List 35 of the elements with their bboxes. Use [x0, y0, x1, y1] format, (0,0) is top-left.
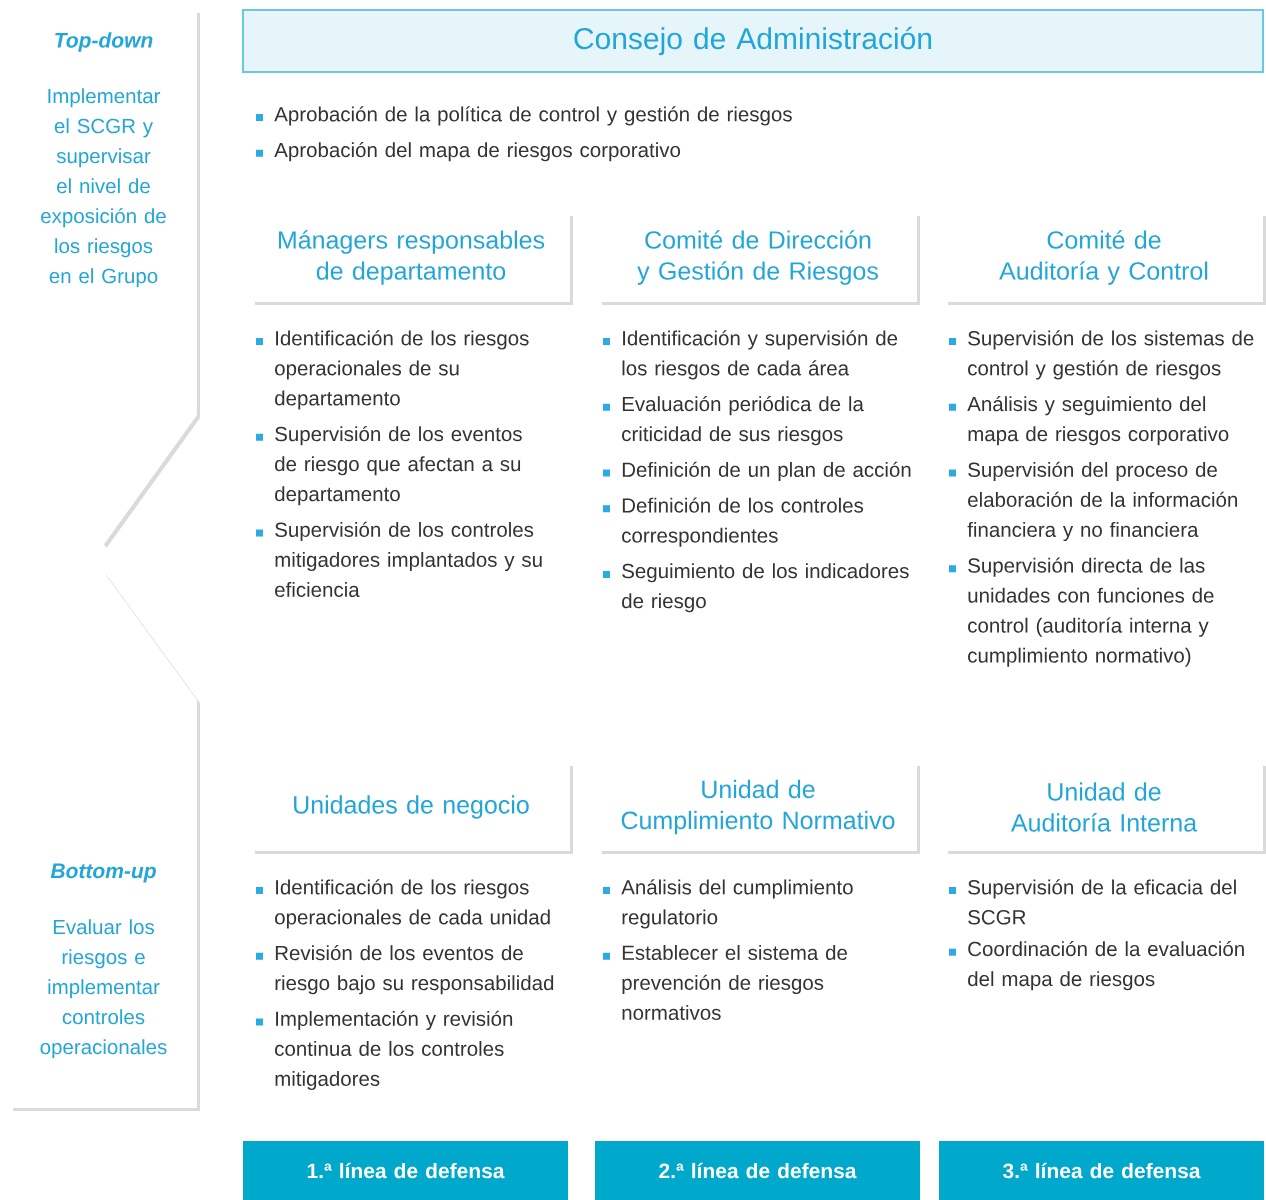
defense-line-bar: 1.ª línea de defensa — [243, 1141, 568, 1200]
header-box: Unidad de Auditoría Interna — [945, 763, 1266, 854]
bullet-item: Supervisión de los sistemas de control y gestión de riesgos — [949, 330, 1254, 380]
bullet-item: Aprobación de la política de control y gestión de riesgos — [256, 106, 792, 126]
bullet-item: Supervisión de los controles mitigadores implantados y su eficiencia — [256, 521, 542, 597]
bullet-item: Análisis del cumplimiento regulatorio — [603, 879, 853, 929]
bullet-item: Identificación de los riesgos operacionales de su departamento — [256, 330, 529, 410]
header-box: Comité de Dirección y Gestión de Riesgos — [599, 213, 920, 305]
header-box: Unidades de negocio — [252, 763, 573, 854]
bullet-item: Supervisión del proceso de elaboración de la información financiera y no financiera — [949, 461, 1237, 542]
header-box: Comité de Auditoría y Control — [945, 213, 1266, 305]
panel-heading: Top-down — [55, 32, 153, 52]
bullet-item: Aprobación del mapa de riesgos corporativo — [256, 141, 681, 162]
bullet-item: Identificación y supervisión de los riesgos de cada área — [603, 330, 898, 380]
bullet-item: Supervisión directa de las unidades con funciones de control (auditoría interna y cumplimiento normativo) — [949, 557, 1214, 667]
bullet-item: Implementación y revisión continua de los controles mitigadores — [256, 1010, 513, 1091]
bullet-item: Revisión de los eventos de riesgo bajo su responsabilidad — [256, 944, 554, 995]
panel-heading: Bottom-up — [50, 863, 156, 883]
panel-text: Implementar el SCGR y supervisar el nivel de exposición de los riesgos en el Grupo — [41, 88, 166, 288]
bullet-item: Supervisión de la eficacia del SCGR — [949, 879, 1236, 925]
bullet-item: Coordinación de la evaluación del mapa de riesgos — [949, 940, 1244, 991]
bullet-item: Evaluación periódica de la criticidad de sus riesgos — [603, 395, 864, 446]
title-box: Consejo de Administración — [242, 9, 1264, 73]
bullet-item: Definición de los controles correspondientes — [603, 497, 864, 547]
bullet-item: Identificación de los riesgos operacionales de cada unidad — [256, 879, 550, 929]
panel-text: Evaluar los riesgos e implementar controles operacionales — [40, 919, 167, 1059]
bullet-item: Supervisión de los eventos de riesgo que afectan a su departamento — [256, 425, 522, 506]
header-box: Mánagers responsables de departamento — [252, 213, 573, 305]
header-box: Unidad de Cumplimiento Normativo — [599, 763, 920, 854]
bullet-item: Establecer el sistema de prevención de riesgos normativos — [603, 944, 847, 1020]
bullet-item: Seguimiento de los indicadores de riesgo — [603, 563, 909, 613]
defense-line-bar: 2.ª línea de defensa — [595, 1141, 920, 1200]
defense-line-bar: 3.ª línea de defensa — [939, 1141, 1264, 1200]
bullet-item: Análisis y seguimiento del mapa de riesgos corporativo — [949, 395, 1229, 446]
bullet-item: Definición de un plan de acción — [603, 461, 911, 482]
